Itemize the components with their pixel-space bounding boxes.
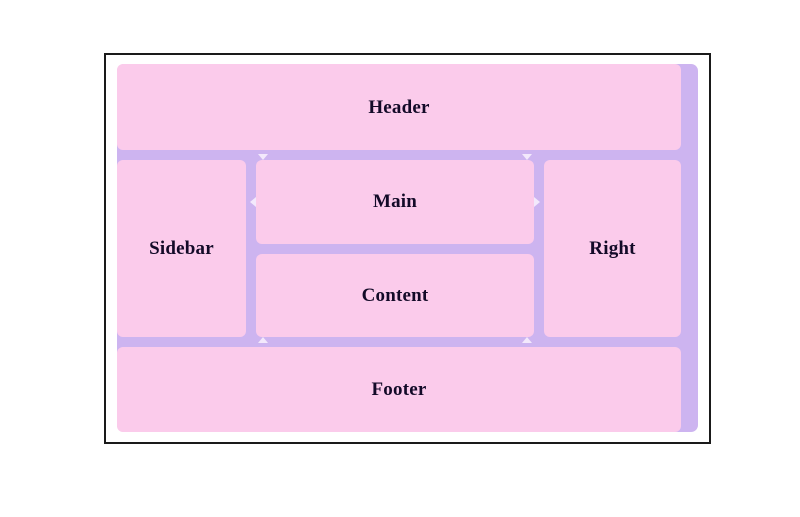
right-label: Right xyxy=(589,238,636,259)
grid-cell-footer[interactable]: Footer xyxy=(117,347,681,432)
grid-middle-column: Main Content xyxy=(250,154,540,343)
footer-label: Footer xyxy=(371,379,427,400)
corner-notch-icon xyxy=(250,196,256,207)
grid-cell-main[interactable]: Main xyxy=(250,154,540,244)
corner-notch-icon xyxy=(258,337,268,343)
corner-notch-icon xyxy=(522,337,532,343)
grid-cell-header[interactable]: Header xyxy=(117,64,681,150)
grid-cell-right[interactable]: Right xyxy=(544,160,681,337)
corner-notch-icon xyxy=(522,154,532,160)
corner-notch-icon xyxy=(534,196,540,207)
header-label: Header xyxy=(368,96,430,118)
sidebar-label: Sidebar xyxy=(149,238,214,259)
main-label: Main xyxy=(372,191,418,213)
grid-cell-content[interactable]: Content xyxy=(256,253,534,343)
grid-cell-sidebar[interactable]: Sidebar xyxy=(117,160,246,337)
content-label: Content xyxy=(361,284,429,306)
corner-notch-icon xyxy=(258,154,268,160)
layout-frame: Header Sidebar Main Content xyxy=(104,53,711,444)
grid-container: Header Sidebar Main Content xyxy=(117,64,698,432)
